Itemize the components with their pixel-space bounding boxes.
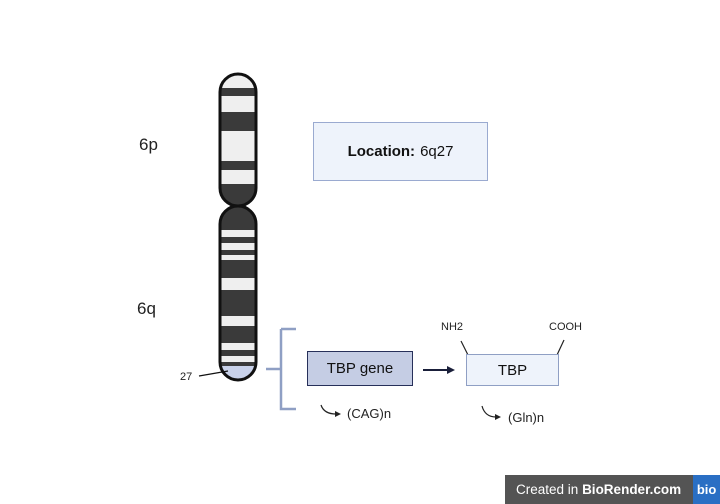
chromosome-p-arm: [220, 74, 256, 206]
cag-curved-arrow: [320, 404, 337, 415]
nh2-line: [460, 340, 469, 356]
gln-curved-arrow: [481, 405, 497, 418]
band-leader-line: [198, 370, 229, 377]
gene-box: TBP gene: [307, 351, 413, 386]
q-arm-label: 6q: [137, 299, 156, 318]
protein-box: TBP: [466, 354, 559, 386]
band-label: 27: [180, 371, 193, 383]
brand-text: Created in BioRender.com: [505, 482, 693, 497]
cooh-line: [556, 339, 565, 356]
gene-label: TBP gene: [326, 360, 394, 377]
location-label: Location:: [347, 143, 416, 160]
nh2-label: NH2: [441, 321, 464, 333]
cag-repeat-label: (CAG)n: [347, 406, 392, 421]
region-bracket: [266, 327, 296, 411]
brand-name: BioRender.com: [582, 482, 682, 497]
location-box: Location: 6q27: [313, 122, 488, 181]
location-value: 6q27: [420, 143, 454, 160]
chromosome-q-arm: [220, 206, 256, 380]
biorender-logo-icon: bio: [693, 475, 720, 504]
cooh-label: COOH: [549, 321, 582, 333]
protein-label: TBP: [497, 361, 528, 379]
gln-repeat-label: (Gln)n: [508, 410, 545, 425]
brand-prefix: Created in: [516, 482, 579, 497]
biorender-badge[interactable]: Created in BioRender.com bio: [505, 475, 720, 504]
p-arm-label: 6p: [139, 135, 158, 154]
